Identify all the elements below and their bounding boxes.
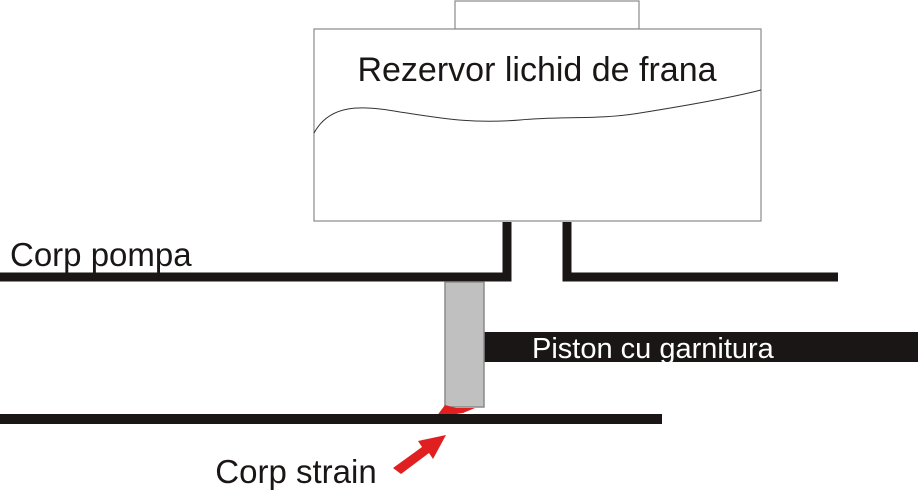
- reservoir-body: [313, 28, 762, 222]
- reservoir-cap: [454, 0, 640, 30]
- piston-label: Piston cu garnitura: [532, 333, 775, 365]
- piston-seal: [444, 281, 485, 408]
- pump-body-upper-left-wall: [0, 222, 512, 282]
- pump-body-upper-right-wall: [562, 222, 838, 282]
- pump-body-lower-wall: [0, 414, 662, 424]
- piston-rod: [484, 332, 918, 362]
- pump-body-label: Corp pompa: [10, 236, 192, 273]
- arrow-icon: [393, 435, 446, 474]
- fluid-level-line: [313, 89, 762, 134]
- strain-body-label: Corp strain: [215, 453, 376, 490]
- reservoir-label: Rezervor lichid de frana: [357, 51, 716, 89]
